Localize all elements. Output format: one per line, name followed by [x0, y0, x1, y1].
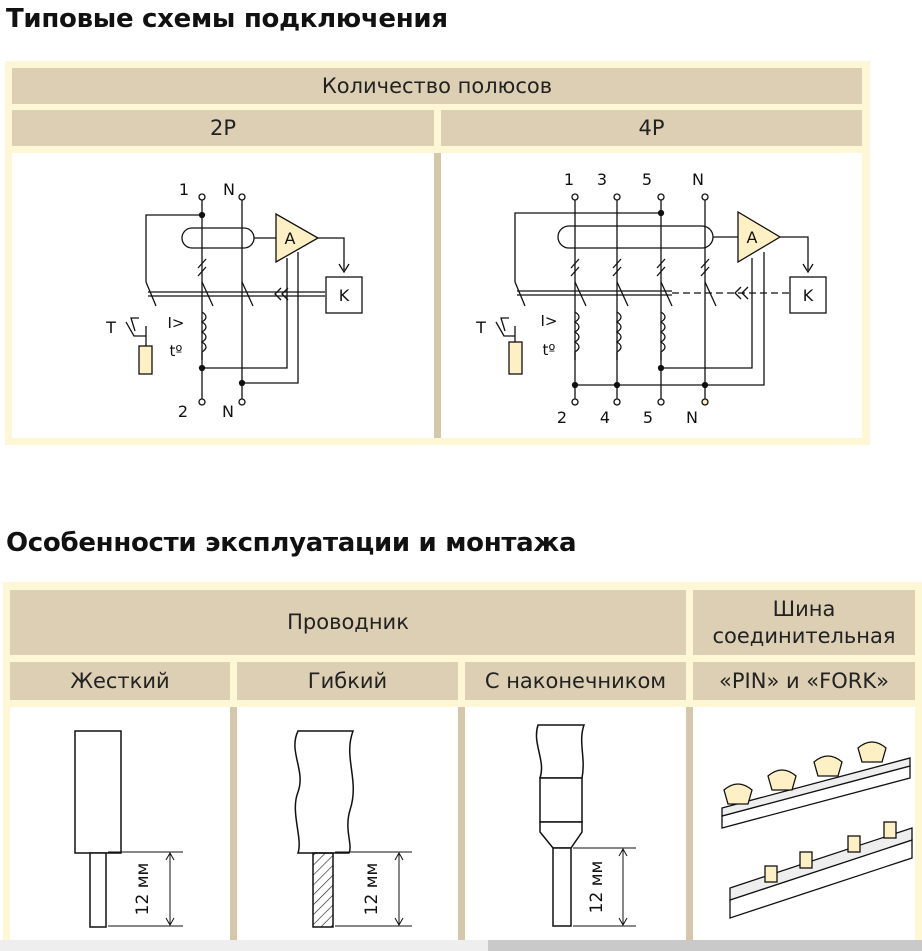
header-flexible: Гибкий — [237, 662, 458, 700]
header-pin-fork: «PIN» и «FORK» — [693, 662, 915, 700]
svg-text:N: N — [222, 402, 234, 421]
svg-text:N: N — [223, 180, 235, 199]
svg-text:T: T — [105, 318, 116, 337]
svg-text:K: K — [339, 286, 350, 305]
svg-text:12 мм: 12 мм — [362, 863, 382, 916]
svg-text:K: K — [803, 286, 814, 305]
svg-text:N: N — [686, 408, 698, 427]
separator — [458, 707, 465, 940]
svg-text:A: A — [747, 228, 758, 247]
svg-text:12 мм: 12 мм — [587, 861, 607, 914]
header-2p: 2P — [12, 110, 434, 146]
svg-text:3: 3 — [597, 170, 607, 189]
svg-text:2: 2 — [557, 408, 567, 427]
header-busbar: Шина соединительная — [693, 590, 915, 655]
svg-text:T: T — [475, 318, 486, 337]
svg-text:A: A — [285, 229, 296, 248]
svg-text:4: 4 — [600, 408, 610, 427]
header-conductor: Проводник — [10, 590, 686, 655]
svg-text:5: 5 — [643, 408, 653, 427]
diagram-2p: 1 N 2 N A K T I> tº — [105, 180, 363, 421]
svg-text:5: 5 — [642, 170, 652, 189]
svg-text:12 мм: 12 мм — [133, 863, 153, 916]
svg-text:N: N — [692, 170, 704, 189]
bottom-strip — [0, 940, 922, 951]
header-4p: 4P — [441, 110, 862, 146]
svg-text:I>: I> — [541, 312, 558, 330]
bottom-strip-shadow — [488, 940, 922, 951]
svg-text:1: 1 — [179, 180, 189, 199]
section-title-wiring: Типовые схемы подключения — [6, 4, 448, 34]
header-ferrule: С наконечником — [465, 662, 686, 700]
diagram-4p: 1 3 5 N 2 4 5 N A K T I> tº — [475, 170, 827, 427]
svg-text:1: 1 — [564, 170, 574, 189]
separator — [230, 707, 237, 940]
header-rigid: Жесткий — [10, 662, 230, 700]
svg-text:2: 2 — [178, 402, 188, 421]
separator — [686, 707, 693, 940]
separator — [434, 153, 441, 438]
header-poles-count: Количество полюсов — [12, 68, 862, 104]
svg-text:tº: tº — [170, 342, 183, 360]
section-title-installation: Особенности эксплуатации и монтажа — [6, 528, 577, 558]
svg-text:tº: tº — [543, 341, 556, 359]
svg-text:I>: I> — [168, 314, 185, 332]
